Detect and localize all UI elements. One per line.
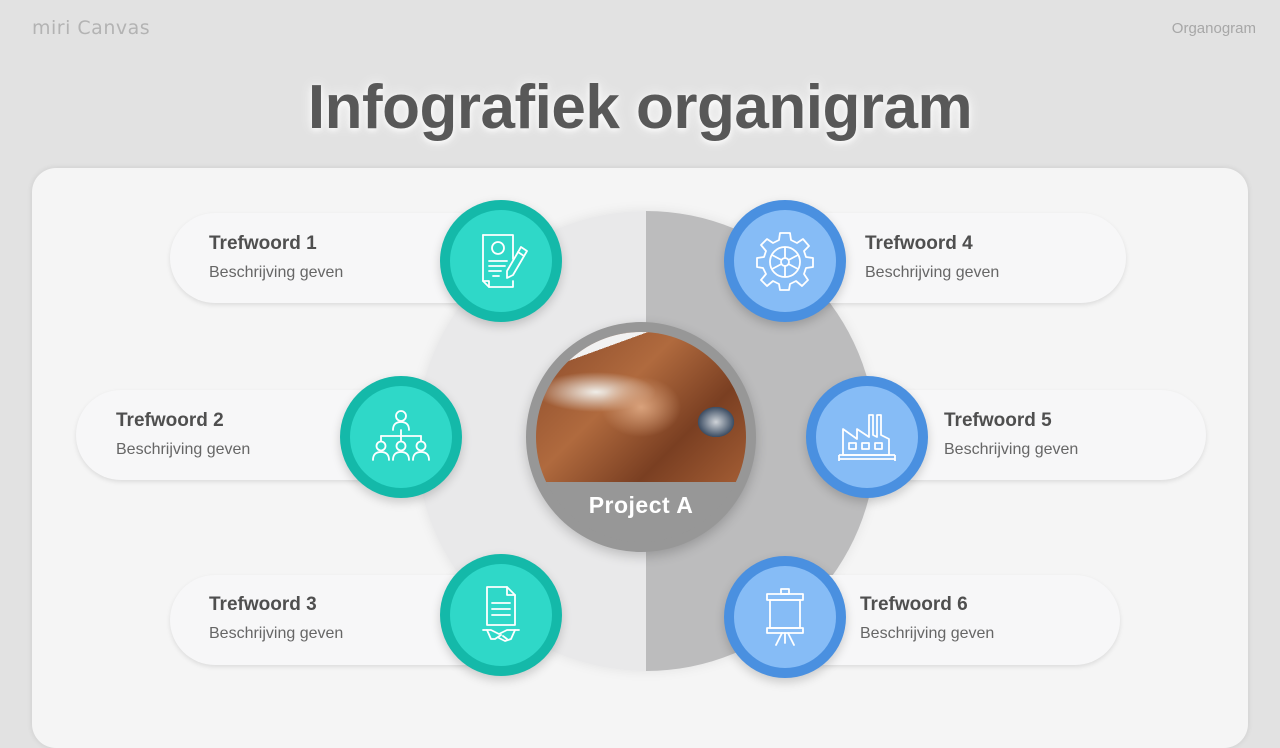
center-hub[interactable]: Project A bbox=[526, 322, 756, 552]
item-description: Beschrijving geven bbox=[209, 625, 344, 642]
item-keyword: Trefwoord 3 bbox=[209, 594, 317, 615]
item-description: Beschrijving geven bbox=[116, 441, 251, 458]
document-edit-icon bbox=[482, 234, 528, 288]
category-label: Organogram bbox=[1171, 20, 1256, 37]
item-node-2[interactable] bbox=[340, 376, 462, 498]
photo-image bbox=[536, 332, 746, 482]
brand-logo: miri Canvas bbox=[32, 17, 151, 39]
item-description: Beschrijving geven bbox=[944, 441, 1079, 458]
item-keyword: Trefwoord 4 bbox=[865, 233, 973, 254]
item-node-5[interactable] bbox=[806, 376, 928, 498]
item-keyword: Trefwoord 5 bbox=[944, 410, 1052, 431]
center-label: Project A bbox=[588, 492, 694, 518]
item-node-3[interactable] bbox=[440, 554, 562, 676]
factory-icon bbox=[838, 414, 896, 461]
contract-handshake-icon bbox=[482, 586, 520, 642]
item-description: Beschrijving geven bbox=[209, 264, 344, 281]
teamwork-hands-photo bbox=[536, 332, 746, 542]
item-description: Beschrijving geven bbox=[860, 625, 995, 642]
label-band bbox=[536, 482, 746, 542]
presentation-board-icon bbox=[766, 588, 804, 646]
item-node-1[interactable] bbox=[440, 200, 562, 322]
page-title: Infografiek organigram bbox=[307, 73, 973, 142]
item-node-6[interactable] bbox=[724, 556, 846, 678]
item-node-4[interactable] bbox=[724, 200, 846, 322]
org-chart-icon bbox=[372, 410, 430, 461]
item-keyword: Trefwoord 1 bbox=[209, 233, 317, 254]
gear-icon bbox=[756, 232, 814, 291]
item-description: Beschrijving geven bbox=[865, 264, 1000, 281]
item-keyword: Trefwoord 6 bbox=[860, 594, 968, 615]
item-keyword: Trefwoord 2 bbox=[116, 410, 224, 431]
